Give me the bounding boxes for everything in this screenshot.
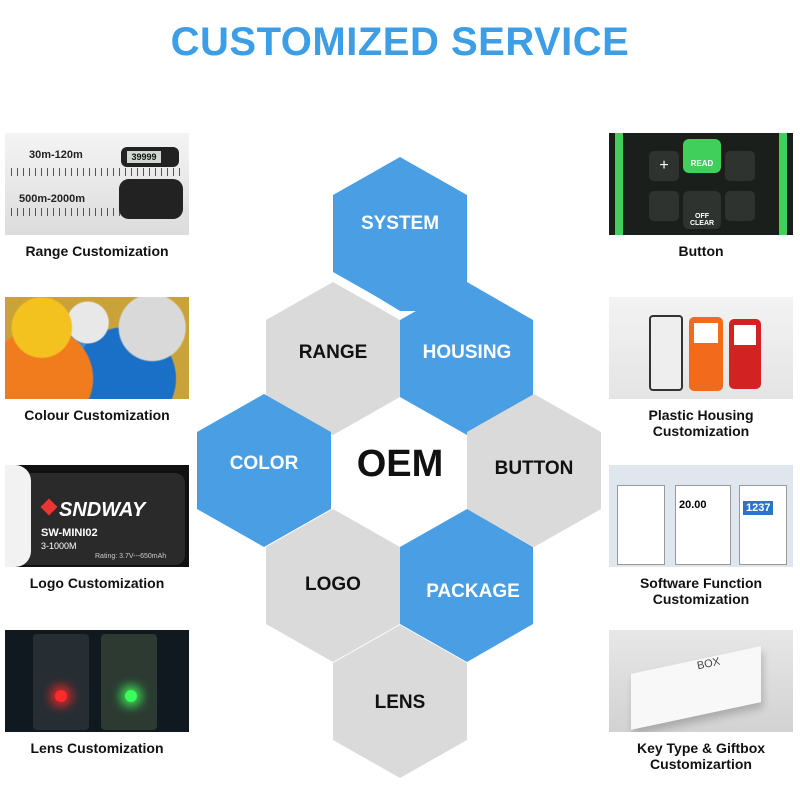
- software-readout-1: 20.00: [679, 499, 707, 511]
- lens-image: [5, 630, 189, 732]
- caption-lens: Lens Customization: [30, 740, 164, 756]
- caption-giftbox-line1: Key Type & Giftbox: [636, 740, 766, 756]
- hex-package: [400, 509, 533, 662]
- caption-logo: Logo Customization: [29, 575, 165, 591]
- logo-rating-text: Rating: 3.7V---650mAh: [95, 553, 167, 560]
- hex-label-lens: LENS: [374, 692, 426, 713]
- giftbox-image: BOX: [609, 630, 793, 732]
- logo-brand-text: SNDWAY: [59, 499, 146, 521]
- off-clear-key: OFF CLEAR: [683, 191, 721, 229]
- card-range: 30m-120m 500m-2000m 39999 Range Customiz…: [5, 133, 189, 259]
- card-lens: Lens Customization: [5, 630, 189, 756]
- software-readout-2: 1237: [743, 501, 774, 515]
- range-readout: 39999: [127, 151, 161, 163]
- read-key: READ: [683, 139, 721, 173]
- oem-label: OEM: [356, 443, 444, 485]
- logo-range-text: 3-1000M: [41, 541, 77, 551]
- hex-color: [197, 394, 331, 547]
- hex-label-system: SYSTEM: [360, 213, 440, 234]
- caption-colour: Colour Customization: [24, 407, 170, 423]
- caption-range: Range Customization: [25, 243, 169, 259]
- caption-software-line1: Software Function: [639, 575, 763, 591]
- card-software: 20.00 1237 Software Function Customizati…: [609, 465, 793, 607]
- logo-model-text: SW-MINI02: [41, 527, 98, 539]
- page-title: CUSTOMIZED SERVICE: [170, 20, 630, 64]
- hex-label-color: COLOR: [229, 453, 299, 474]
- caption-software: Software Function Customization: [609, 575, 793, 607]
- hex-label-package: PACKAGE: [426, 581, 520, 602]
- hex-housing: [400, 282, 533, 435]
- colour-pellets-image: [5, 297, 189, 399]
- hex-label-logo: LOGO: [305, 574, 361, 595]
- card-housing: Plastic Housing Customization: [609, 297, 793, 439]
- range-label-long: 500m-2000m: [19, 193, 86, 205]
- range-image: 30m-120m 500m-2000m 39999: [5, 133, 189, 235]
- hex-range: [266, 282, 400, 435]
- hex-label-button: BUTTON: [494, 458, 574, 479]
- hex-lens: [333, 625, 467, 778]
- housing-image: [609, 297, 793, 399]
- hex-button: [467, 394, 601, 547]
- caption-housing-line2: Customization: [652, 423, 750, 439]
- hex-label-range: RANGE: [298, 342, 368, 363]
- caption-giftbox-line2: Customizartion: [650, 756, 752, 772]
- button-image: READ + OFF CLEAR: [609, 133, 793, 235]
- hex-system-full: [333, 157, 467, 310]
- card-giftbox: BOX Key Type & Giftbox Customizartion: [609, 630, 793, 772]
- caption-button: Button: [678, 243, 724, 259]
- hex-label-housing: HOUSING: [422, 342, 512, 363]
- caption-housing: Plastic Housing Customization: [609, 407, 793, 439]
- logo-device-image: SNDWAY SW-MINI02 3-1000M Rating: 3.7V---…: [5, 465, 189, 567]
- hex-logo: [266, 509, 400, 662]
- card-colour: Colour Customization: [5, 297, 189, 423]
- range-label-short: 30m-120m: [29, 149, 83, 161]
- software-image: 20.00 1237: [609, 465, 793, 567]
- plus-key: +: [649, 151, 679, 181]
- caption-housing-line1: Plastic Housing: [648, 407, 754, 423]
- caption-software-line2: Customization: [652, 591, 750, 607]
- caption-giftbox: Key Type & Giftbox Customizartion: [609, 740, 793, 772]
- card-button: READ + OFF CLEAR Button: [609, 133, 793, 259]
- card-logo: SNDWAY SW-MINI02 3-1000M Rating: 3.7V---…: [5, 465, 189, 591]
